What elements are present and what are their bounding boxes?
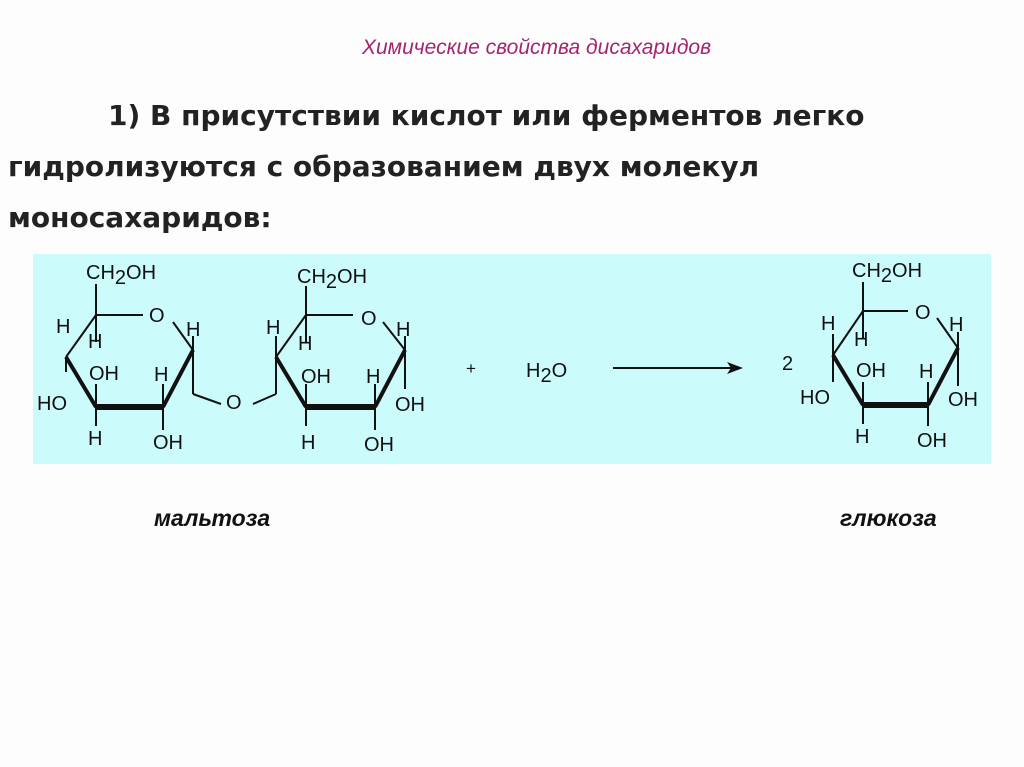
maltose-ch2oh-2: CH2OH: [297, 266, 367, 293]
maltose-oh-c3: OH: [89, 363, 119, 385]
maltose-ch2oh-1: CH2OH: [86, 262, 156, 289]
maltose-ring-1: CH2OH O H H H OH H HO H OH O: [37, 262, 277, 454]
maltose-ring-2: CH2OH O H H H OH H OH H OH: [266, 266, 425, 456]
maltose-ring-o-2: O: [361, 308, 377, 330]
maltose-h-c2: H: [154, 364, 168, 386]
slide-title: Химические свойства дисахаридов: [362, 36, 712, 59]
glucose-ring-o: O: [915, 302, 931, 324]
maltose-ho-c4: HO: [37, 393, 67, 415]
maltose-h-c3: H: [88, 428, 102, 450]
maltose-h-c2-prime: H: [366, 366, 380, 388]
maltose-h-c5: H: [88, 331, 102, 353]
glucose-h-c2: H: [919, 361, 933, 383]
maltose-oh-c2: OH: [153, 432, 183, 454]
glucose-h-c1: H: [949, 314, 963, 336]
glucose-ch2oh: CH2OH: [852, 260, 922, 287]
glucose-ring: CH2OH O H H H OH H HO OH H OH: [800, 260, 978, 452]
maltose-label: мальтоза: [154, 505, 271, 531]
maltose-ring-o-1: O: [149, 305, 165, 327]
maltose-h-c1: H: [186, 319, 200, 341]
reaction-scheme: CH2OH O H H H OH H HO H OH O: [33, 254, 991, 464]
glucose-h-c5: H: [854, 329, 868, 351]
coefficient: 2: [782, 353, 793, 375]
text-line-1: 1) В присутствии кислот или ферментов ле…: [108, 99, 865, 132]
water: H2O: [526, 360, 567, 387]
maltose-h-c5-prime: H: [298, 333, 312, 355]
body-text: 1) В присутствии кислот или ферментов ле…: [8, 90, 998, 243]
maltose-h-c3-prime: H: [301, 432, 315, 454]
text-line-2: гидролизуются с образованием двух молеку…: [8, 150, 760, 183]
glucose-h-c4: H: [821, 313, 835, 335]
maltose-h-c4-prime: H: [266, 317, 280, 339]
glucose-oh-c1: OH: [948, 389, 978, 411]
glucose-h-c3: H: [855, 426, 869, 448]
glucose-oh-c2: OH: [917, 430, 947, 452]
maltose-h-c4: H: [56, 316, 70, 338]
maltose-oh-c3-prime: OH: [301, 366, 331, 388]
reaction-arrow: [613, 362, 743, 374]
glycosidic-oxygen: O: [226, 392, 242, 414]
plus-sign: +: [466, 359, 476, 378]
glucose-oh-c3: OH: [856, 360, 886, 382]
maltose-oh-c2-prime: OH: [364, 434, 394, 456]
text-line-3: моносахаридов:: [8, 201, 272, 234]
maltose-h-c1-prime: H: [396, 319, 410, 341]
maltose-oh-c1-prime: OH: [395, 394, 425, 416]
glucose-label: глюкоза: [840, 505, 937, 531]
glucose-ho-c4: HO: [800, 387, 830, 409]
reaction-diagram: CH2OH O H H H OH H HO H OH O: [37, 260, 978, 456]
